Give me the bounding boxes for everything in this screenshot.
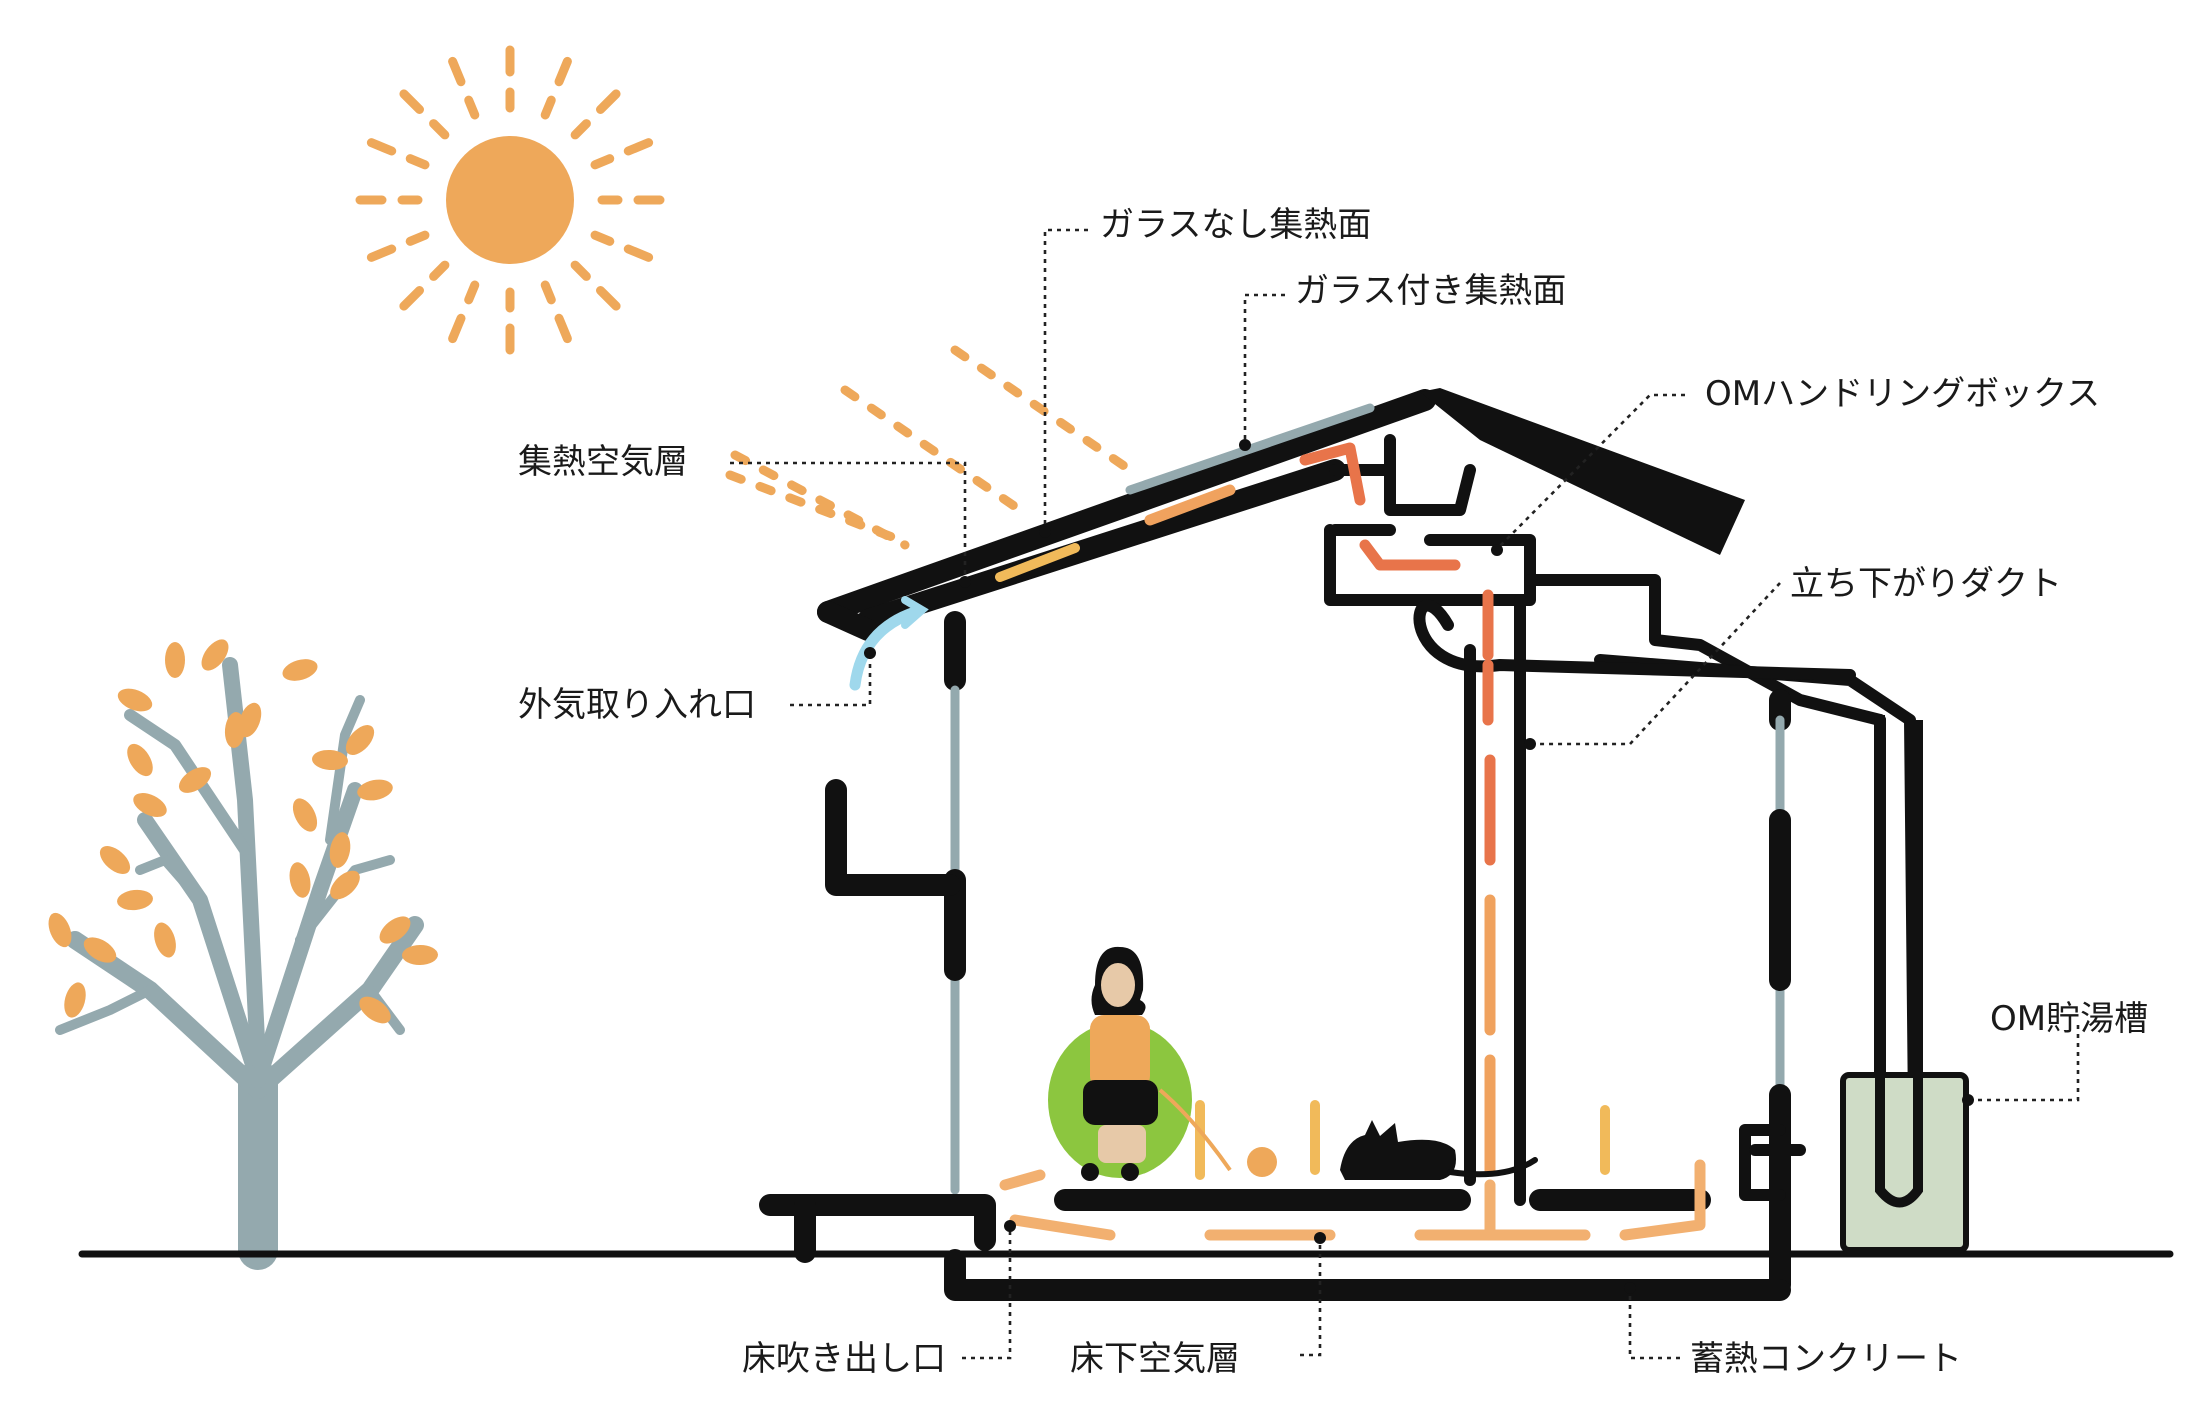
label-thermal-concrete: 蓄熱コンクリート [1690,1339,1962,1379]
sun-icon [355,45,665,355]
sun-ray [540,95,556,120]
sun-ray [405,154,430,170]
leaf [402,944,438,966]
heated-air-flow [995,442,1496,1176]
leaf [282,659,318,681]
label-handling-box: OMハンドリングボックス [1705,374,2100,414]
leaf [359,996,391,1024]
leaf [154,922,176,958]
person-knitting-icon [1048,946,1277,1181]
sun-ray [554,56,572,87]
leaf [48,912,72,948]
leaf [165,642,185,678]
underfloor-air-flow [999,1100,1706,1241]
label-floor-outlet: 床吹き出し口 [742,1339,946,1379]
leaf [345,725,375,755]
sun-ray [596,89,621,114]
label-underfloor-air-layer: 床下空気層 [1070,1339,1240,1379]
leaf [329,832,351,868]
label-glazed-collector: ガラス付き集熱面 [1295,271,1566,311]
leaf [238,702,262,738]
sun-ray [429,260,450,281]
leaf [117,688,153,712]
leader-lines [730,228,2080,1360]
leaf [99,845,131,875]
sun-ray [623,244,654,262]
leaf [201,639,229,671]
label-outside-air-intake: 外気取り入れ口 [518,685,756,725]
sun-ray [540,280,556,305]
outside-air-flow [849,596,929,691]
sun-ray [623,138,654,156]
sun-ray [596,286,621,311]
cat-icon [1340,1120,1538,1180]
sun-ray [366,244,397,262]
sun-ray [405,230,430,246]
leaf [127,743,153,777]
sun-ray [429,119,450,140]
leaf [64,982,86,1018]
leaf [289,862,311,898]
sunlight-rays [725,345,1135,550]
sun-ray [448,313,466,344]
leaf [312,749,348,771]
sun-ray [366,138,397,156]
sun-ray [448,56,466,87]
sun-ray [570,119,591,140]
label-heat-air-layer: 集熱空気層 [518,442,688,482]
leaf [292,798,318,832]
label-hot-water-tank: OM貯湯槽 [1990,999,2148,1039]
leaf [379,916,411,944]
labels: ガラスなし集熱面 ガラス付き集熱面 OMハンドリングボックス 集熱空気層 立ち下… [518,205,2148,1379]
leaf [357,779,393,801]
leaf [133,793,167,817]
leaf [330,870,360,900]
sun-ray [464,280,480,305]
tree-icon [48,639,438,1270]
leaf [83,937,117,963]
sun-ray [590,230,615,246]
house-section [78,388,2174,1301]
sun-ray [590,154,615,170]
sun-ray [570,260,591,281]
sun-ray [464,95,480,120]
label-unglazed-collector: ガラスなし集熱面 [1100,205,1371,245]
hot-water-tank [1840,715,1969,1253]
leaf [117,889,153,911]
label-downflow-duct: 立ち下がりダクト [1790,564,2062,604]
sun-ray [399,286,424,311]
sun-ray [399,89,424,114]
leaf [178,767,212,793]
sun-ray [554,313,572,344]
